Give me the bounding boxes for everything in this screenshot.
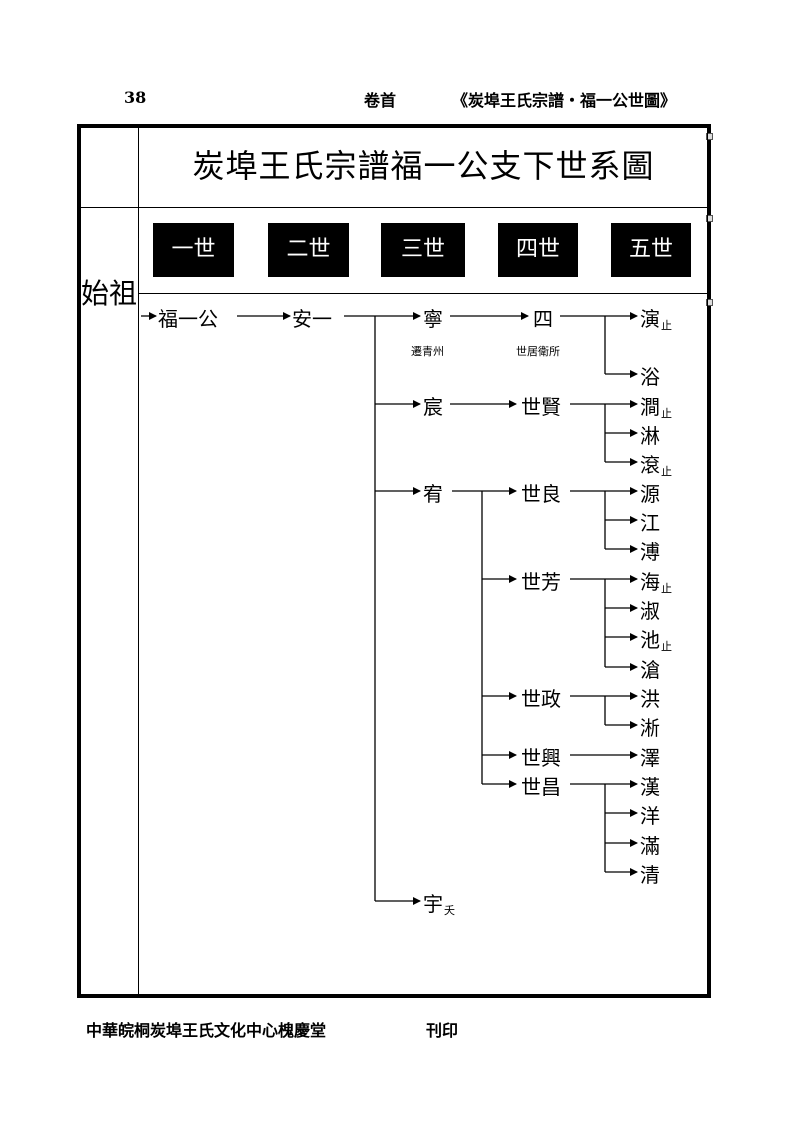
person-gen1: 福一公: [158, 307, 218, 331]
person-suffix: 止: [661, 319, 672, 332]
person-gen5: 海止: [640, 566, 672, 596]
generation-2-box: 二世: [268, 223, 349, 277]
person-gen4: 世良: [521, 482, 561, 506]
footer-publisher: 中華皖桐炭埠王氏文化中心槐慶堂: [86, 1021, 327, 1040]
ancestor-label: 始祖: [80, 277, 137, 310]
header-book-title: 《炭埠王氏宗譜・福一公世圖》: [452, 91, 677, 110]
title-divider: [80, 207, 708, 208]
footer-printed: 刊印: [426, 1021, 459, 1040]
column-divider: [138, 127, 139, 995]
person-name: 海: [640, 570, 660, 594]
generation-5-box: 五世: [611, 223, 691, 277]
person-gen3: 宇夭: [423, 888, 455, 918]
person-gen5: 淋: [640, 424, 660, 448]
person-suffix: 止: [661, 640, 672, 653]
person-gen5: 漢: [640, 775, 660, 799]
person-gen5: 澗止: [640, 391, 672, 421]
chart-frame-inner: [80, 127, 708, 995]
person-gen5: 清: [640, 863, 660, 887]
person-gen5: 洪: [640, 687, 660, 711]
person-gen4: 世昌: [521, 775, 561, 799]
generation-3-box: 三世: [381, 223, 465, 277]
frame-marker: [706, 215, 713, 222]
person-name: 宇: [423, 892, 443, 916]
frame-marker: [706, 133, 713, 140]
person-name: 池: [640, 628, 660, 652]
person-gen5: 浴: [640, 365, 660, 389]
person-name: 演: [640, 307, 660, 331]
chart-frame: [77, 124, 713, 998]
person-gen4: 世興: [521, 746, 561, 770]
person-gen5: 滾止: [640, 449, 672, 479]
person-gen5: 淑: [640, 599, 660, 623]
generation-divider: [139, 293, 708, 294]
person-gen3: 寧: [423, 307, 443, 331]
person-gen5: 源: [640, 482, 660, 506]
person-gen4: 四: [533, 307, 553, 331]
person-gen5: 演止: [640, 303, 672, 333]
person-gen2: 安一: [292, 307, 332, 331]
person-note: 遷青州: [411, 345, 444, 358]
chart-title: 炭埠王氏宗譜福一公支下世系圖: [192, 147, 655, 185]
person-gen5: 滄: [640, 658, 660, 682]
generation-4-box: 四世: [498, 223, 578, 277]
person-gen4: 世賢: [521, 395, 561, 419]
person-gen5: 池止: [640, 624, 672, 654]
person-gen3: 宥: [423, 482, 443, 506]
generation-1-box: 一世: [153, 223, 234, 277]
person-gen5: 澤: [640, 746, 660, 770]
person-name: 澗: [640, 395, 660, 419]
person-gen5: 江: [640, 511, 660, 535]
header-section: 卷首: [364, 91, 397, 110]
person-gen5: 洋: [640, 804, 660, 828]
person-suffix: 夭: [444, 904, 455, 917]
person-suffix: 止: [661, 465, 672, 478]
person-gen5: 淅: [640, 716, 660, 740]
person-note: 世居衛所: [516, 345, 560, 358]
person-gen4: 世芳: [521, 570, 561, 594]
person-gen5: 滿: [640, 834, 660, 858]
person-suffix: 止: [661, 407, 672, 420]
person-gen3: 宸: [423, 395, 443, 419]
person-name: 滾: [640, 453, 660, 477]
page-number: 38: [124, 88, 147, 107]
person-suffix: 止: [661, 582, 672, 595]
person-gen5: 溥: [640, 540, 660, 564]
person-gen4: 世政: [521, 687, 561, 711]
frame-marker: [706, 299, 713, 306]
